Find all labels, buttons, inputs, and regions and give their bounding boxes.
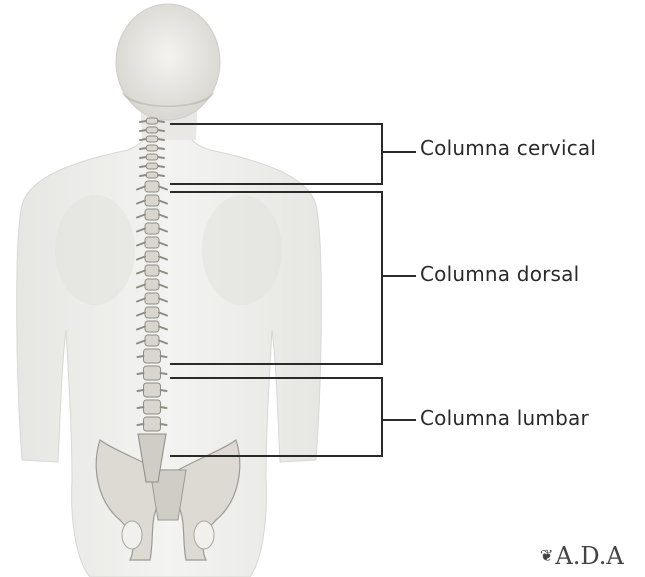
ada-logo-text: A.D.A	[555, 542, 623, 570]
label-cervical-spine: Columna cervical	[420, 136, 596, 160]
head	[116, 4, 220, 120]
ada-logo: ❦A.D.A	[540, 542, 624, 570]
label-lumbar-spine: Columna lumbar	[420, 406, 589, 430]
label-dorsal-spine: Columna dorsal	[420, 262, 579, 286]
ada-logo-icon: ❦	[540, 546, 553, 565]
